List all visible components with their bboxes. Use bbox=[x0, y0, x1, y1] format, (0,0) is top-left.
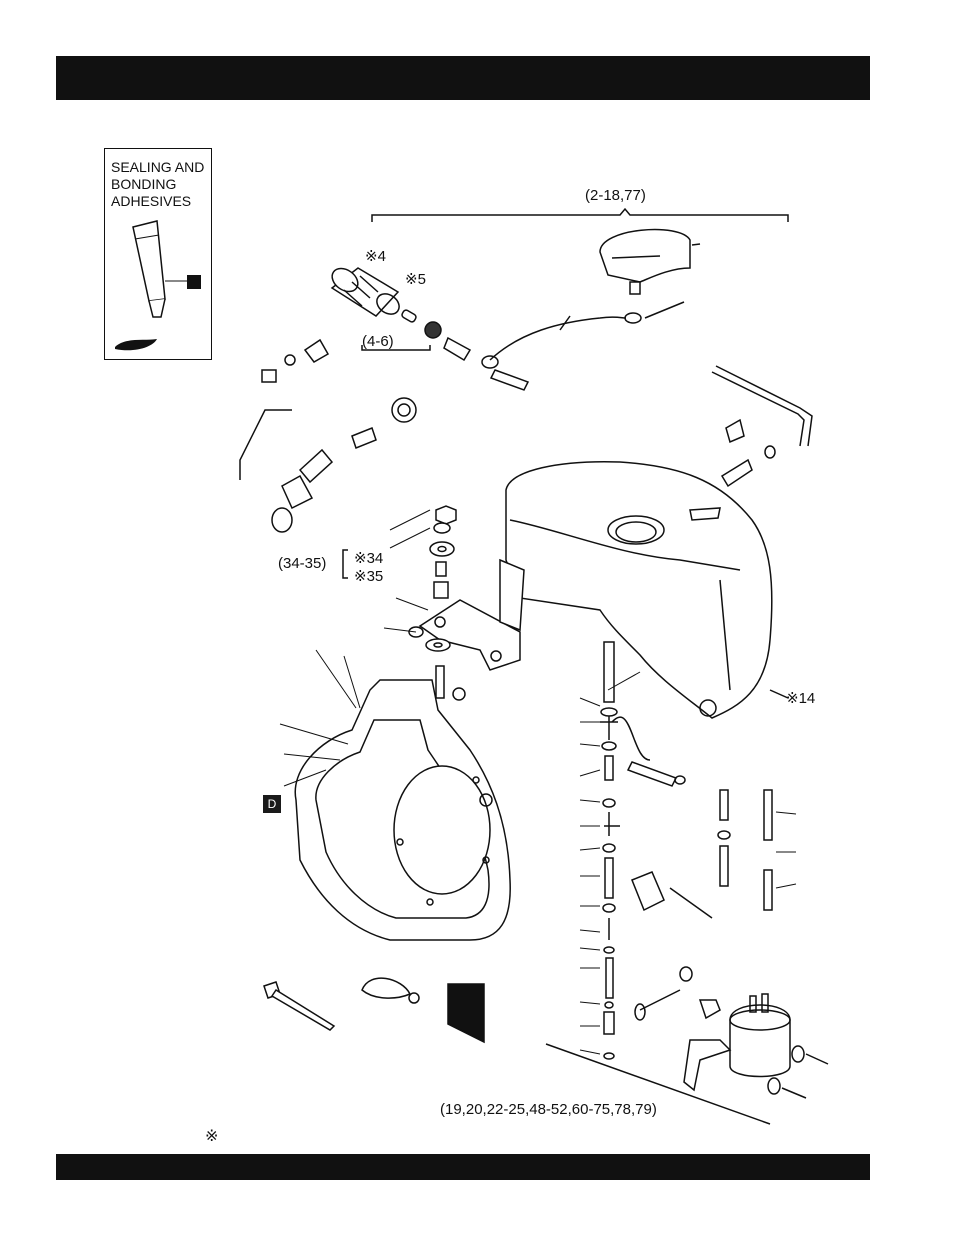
footnote-mark: ※ bbox=[205, 1126, 218, 1146]
fuel-tank-icon bbox=[506, 462, 772, 718]
fuel-cock-icon bbox=[240, 340, 416, 532]
part-5-label: ※5 bbox=[405, 270, 426, 288]
tank-group-label: (2-18,77) bbox=[585, 187, 646, 204]
fuel-hose-column-icon bbox=[600, 642, 620, 1059]
fuel-strainer-icon bbox=[328, 264, 470, 360]
washer-group-bracket bbox=[343, 550, 348, 578]
fuel-hose-branch-icon bbox=[612, 717, 772, 918]
breather-tube-icon bbox=[712, 366, 812, 486]
adhesive-badge-d: D bbox=[263, 795, 281, 813]
fuel-pump-icon bbox=[635, 967, 828, 1098]
washer-group-label: (34-35) bbox=[278, 555, 326, 572]
part-34-label: ※34 bbox=[354, 549, 383, 567]
part-35-label: ※35 bbox=[354, 567, 383, 585]
fuel-return-line-icon bbox=[482, 316, 626, 390]
shroud-housing-icon bbox=[295, 680, 510, 940]
part-14-label: ※14 bbox=[786, 689, 815, 707]
footer-bar bbox=[56, 1154, 870, 1180]
fuel-cap-icon bbox=[600, 230, 700, 323]
hose-group-label: (19,20,22-25,48-52,60-75,78,79) bbox=[440, 1101, 657, 1118]
hose-clamp-icon bbox=[362, 978, 419, 1003]
adhesive-pad-icon bbox=[448, 984, 484, 1042]
filter-group-label: (4-6) bbox=[362, 333, 394, 350]
part-4-label: ※4 bbox=[365, 247, 386, 265]
cable-tie-icon bbox=[264, 982, 334, 1030]
tank-group-bracket bbox=[372, 209, 788, 222]
